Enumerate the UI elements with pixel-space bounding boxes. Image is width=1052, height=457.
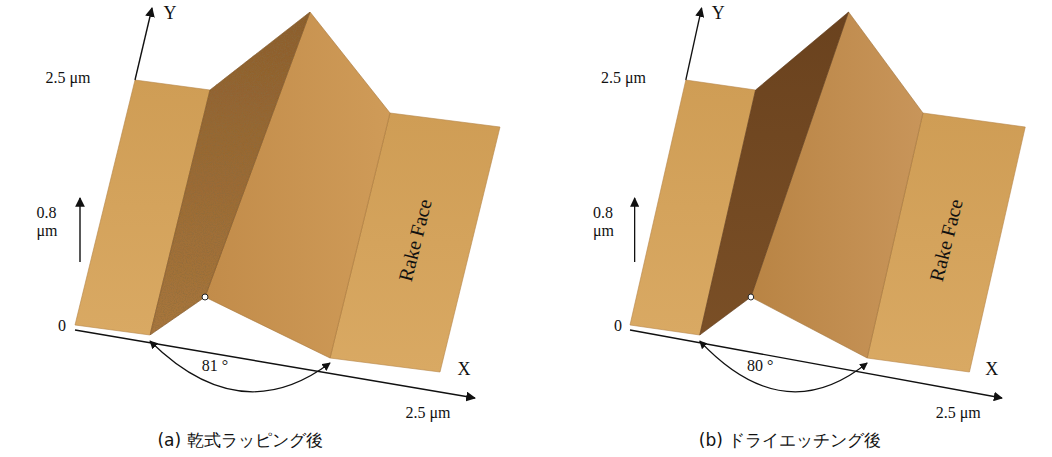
dimension-label: 2.5 μm <box>45 69 90 87</box>
axis-name: X <box>458 360 471 380</box>
angle-label: 80 ° <box>747 357 773 375</box>
z-axis <box>79 198 80 262</box>
dimension-label: 2.5 μm <box>405 404 450 422</box>
origin-label: 0 <box>614 317 622 335</box>
angle-label: 81 ° <box>202 357 228 375</box>
z-axis <box>634 198 635 262</box>
axis-name: X <box>985 360 998 380</box>
panel-b-surface <box>630 8 1025 398</box>
y-axis <box>135 8 152 80</box>
apex-marker <box>748 294 754 300</box>
axis-name: Y <box>164 4 177 24</box>
panel-a-surface <box>75 8 500 398</box>
flank-left-rough <box>150 12 310 335</box>
origin-label: 0 <box>58 317 66 335</box>
x-axis <box>630 330 1002 398</box>
dimension-label: 0.8 μm <box>593 204 628 239</box>
y-axis <box>686 8 702 80</box>
dimension-label: 2.5 μm <box>601 69 646 87</box>
angle-arc <box>150 341 330 392</box>
axis-name: Y <box>712 4 725 24</box>
x-axis <box>75 330 475 398</box>
caption-label: (a) 乾式ラッピング後 <box>157 431 322 450</box>
dimension-label: 0.8 μm <box>36 204 71 239</box>
flank-left-smooth <box>700 12 849 335</box>
angle-arc <box>700 341 867 392</box>
caption-label: (b) ドライエッチング後 <box>699 431 881 450</box>
dimension-label: 2.5 μm <box>936 404 981 422</box>
apex-marker <box>202 294 208 300</box>
